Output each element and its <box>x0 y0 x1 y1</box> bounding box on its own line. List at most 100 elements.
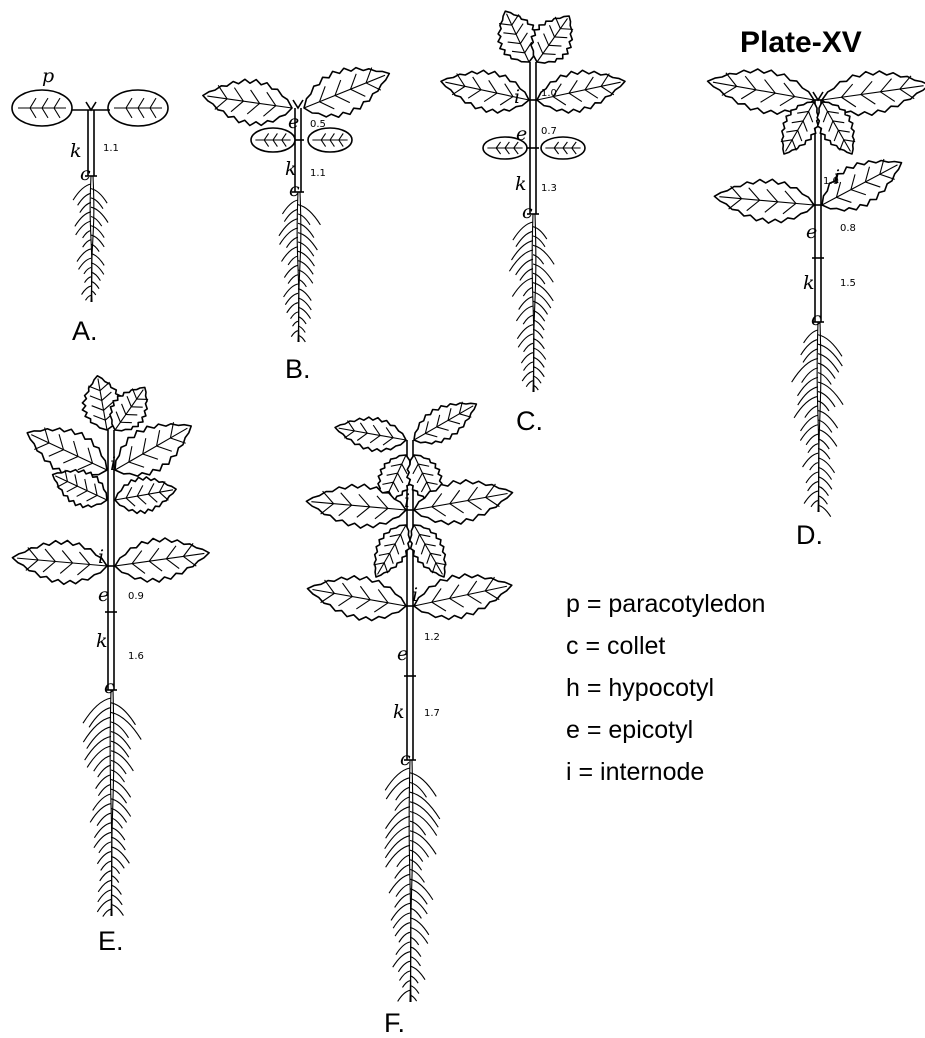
leaf-vein <box>560 29 573 30</box>
root-hair <box>111 799 131 817</box>
mark-c-c: c <box>522 201 533 223</box>
terminal-bud <box>813 92 823 100</box>
root-hair <box>288 256 298 265</box>
leaf-vein <box>543 54 556 55</box>
root-hair <box>806 434 818 445</box>
plate-title: Plate-XV <box>740 26 862 59</box>
root-hair <box>398 990 410 1001</box>
mark-f-c: c <box>400 748 411 770</box>
root-hair <box>399 932 410 942</box>
mark-b-e: e <box>288 111 299 133</box>
leaf-vein <box>555 37 568 38</box>
root-hair <box>818 429 837 446</box>
meas-d-3: 1.5 <box>840 278 856 289</box>
mark-b-k: k <box>285 158 297 180</box>
leaf-left <box>714 179 814 223</box>
root-hair <box>111 808 127 822</box>
meas-c-3: 1.3 <box>541 183 557 194</box>
root-hair <box>818 411 838 429</box>
seedling-a <box>12 90 168 302</box>
mark-a-k: k <box>70 140 82 162</box>
root-hair <box>818 505 831 516</box>
root-hair <box>523 287 533 296</box>
root-hair <box>524 362 533 371</box>
stage-label-e: E. <box>98 926 124 956</box>
root-hair <box>99 842 111 853</box>
root-hair <box>287 303 298 313</box>
terminal-bud <box>86 102 96 110</box>
root-hair <box>90 804 111 823</box>
root-hair <box>291 331 298 337</box>
root-hair <box>111 895 122 905</box>
root-hair <box>410 966 425 980</box>
root-hair <box>810 463 818 470</box>
root-hair <box>522 371 533 381</box>
root-hair <box>100 871 111 881</box>
root-hair <box>83 230 91 238</box>
root-hair <box>512 278 533 297</box>
tap-root <box>411 760 413 1002</box>
meas-e-1: 0.9 <box>128 591 144 602</box>
root-hair <box>73 184 91 200</box>
root-hair <box>410 792 440 819</box>
leaf-right <box>115 424 191 476</box>
root-hair <box>94 756 111 772</box>
terminal-bud <box>293 100 303 108</box>
leaf-right <box>304 68 389 118</box>
meas-c-2: 0.7 <box>541 126 557 137</box>
root-hair <box>282 247 298 262</box>
root-hair <box>410 889 427 904</box>
root-hair <box>802 368 818 383</box>
mark-c-i: i <box>514 86 520 108</box>
root-hair <box>533 273 545 284</box>
root-hair <box>410 831 436 854</box>
seedling-b <box>203 68 389 342</box>
root-hair <box>77 249 91 262</box>
root-hair <box>523 315 533 324</box>
mark-e-c: c <box>104 676 115 698</box>
meas-d-1: 1.0 <box>823 176 839 187</box>
mark-d-k: k <box>803 272 815 294</box>
root-hair <box>393 952 410 968</box>
meas-f-1: 1.2 <box>424 632 440 643</box>
legend: p = paracotyledon c = collet h = hypocot… <box>566 590 765 786</box>
root-hair <box>519 297 533 310</box>
root-hair <box>410 957 420 966</box>
root-hair <box>111 837 125 850</box>
leaf-left <box>335 417 406 452</box>
seedling-d <box>708 69 925 517</box>
root-hair <box>811 501 818 507</box>
legend-item-collet: c = collet <box>566 632 665 660</box>
root-hair <box>76 221 91 235</box>
root-hair <box>111 712 141 739</box>
root-hair <box>111 885 121 894</box>
root-hair <box>85 277 91 283</box>
root-hair <box>85 295 91 300</box>
root-hair <box>83 240 91 248</box>
root-hair <box>516 259 533 275</box>
root-hair <box>511 241 533 260</box>
root-hair <box>803 453 818 467</box>
root-hair <box>521 353 533 363</box>
mark-c-e: e <box>516 123 527 145</box>
stage-label-f: F. <box>384 1008 405 1038</box>
inner-leaf-right-2 <box>410 525 446 577</box>
root-hair <box>803 349 818 362</box>
leaf-vein <box>549 45 562 46</box>
root-hair <box>402 981 410 988</box>
mark-c-k: k <box>515 173 527 195</box>
root-hair <box>393 913 410 928</box>
root-hair <box>398 961 410 971</box>
root-hair <box>395 797 410 811</box>
root-hair <box>533 236 545 247</box>
legend-item-internode: i = internode <box>566 758 704 786</box>
root-hair <box>818 458 835 473</box>
root-hair <box>80 203 91 213</box>
root-hair <box>524 343 533 351</box>
leaf-left <box>203 79 292 125</box>
root-hair <box>806 472 818 483</box>
stage-label-b: B. <box>285 354 311 384</box>
root-hair <box>83 717 111 742</box>
tap-root <box>534 214 536 392</box>
